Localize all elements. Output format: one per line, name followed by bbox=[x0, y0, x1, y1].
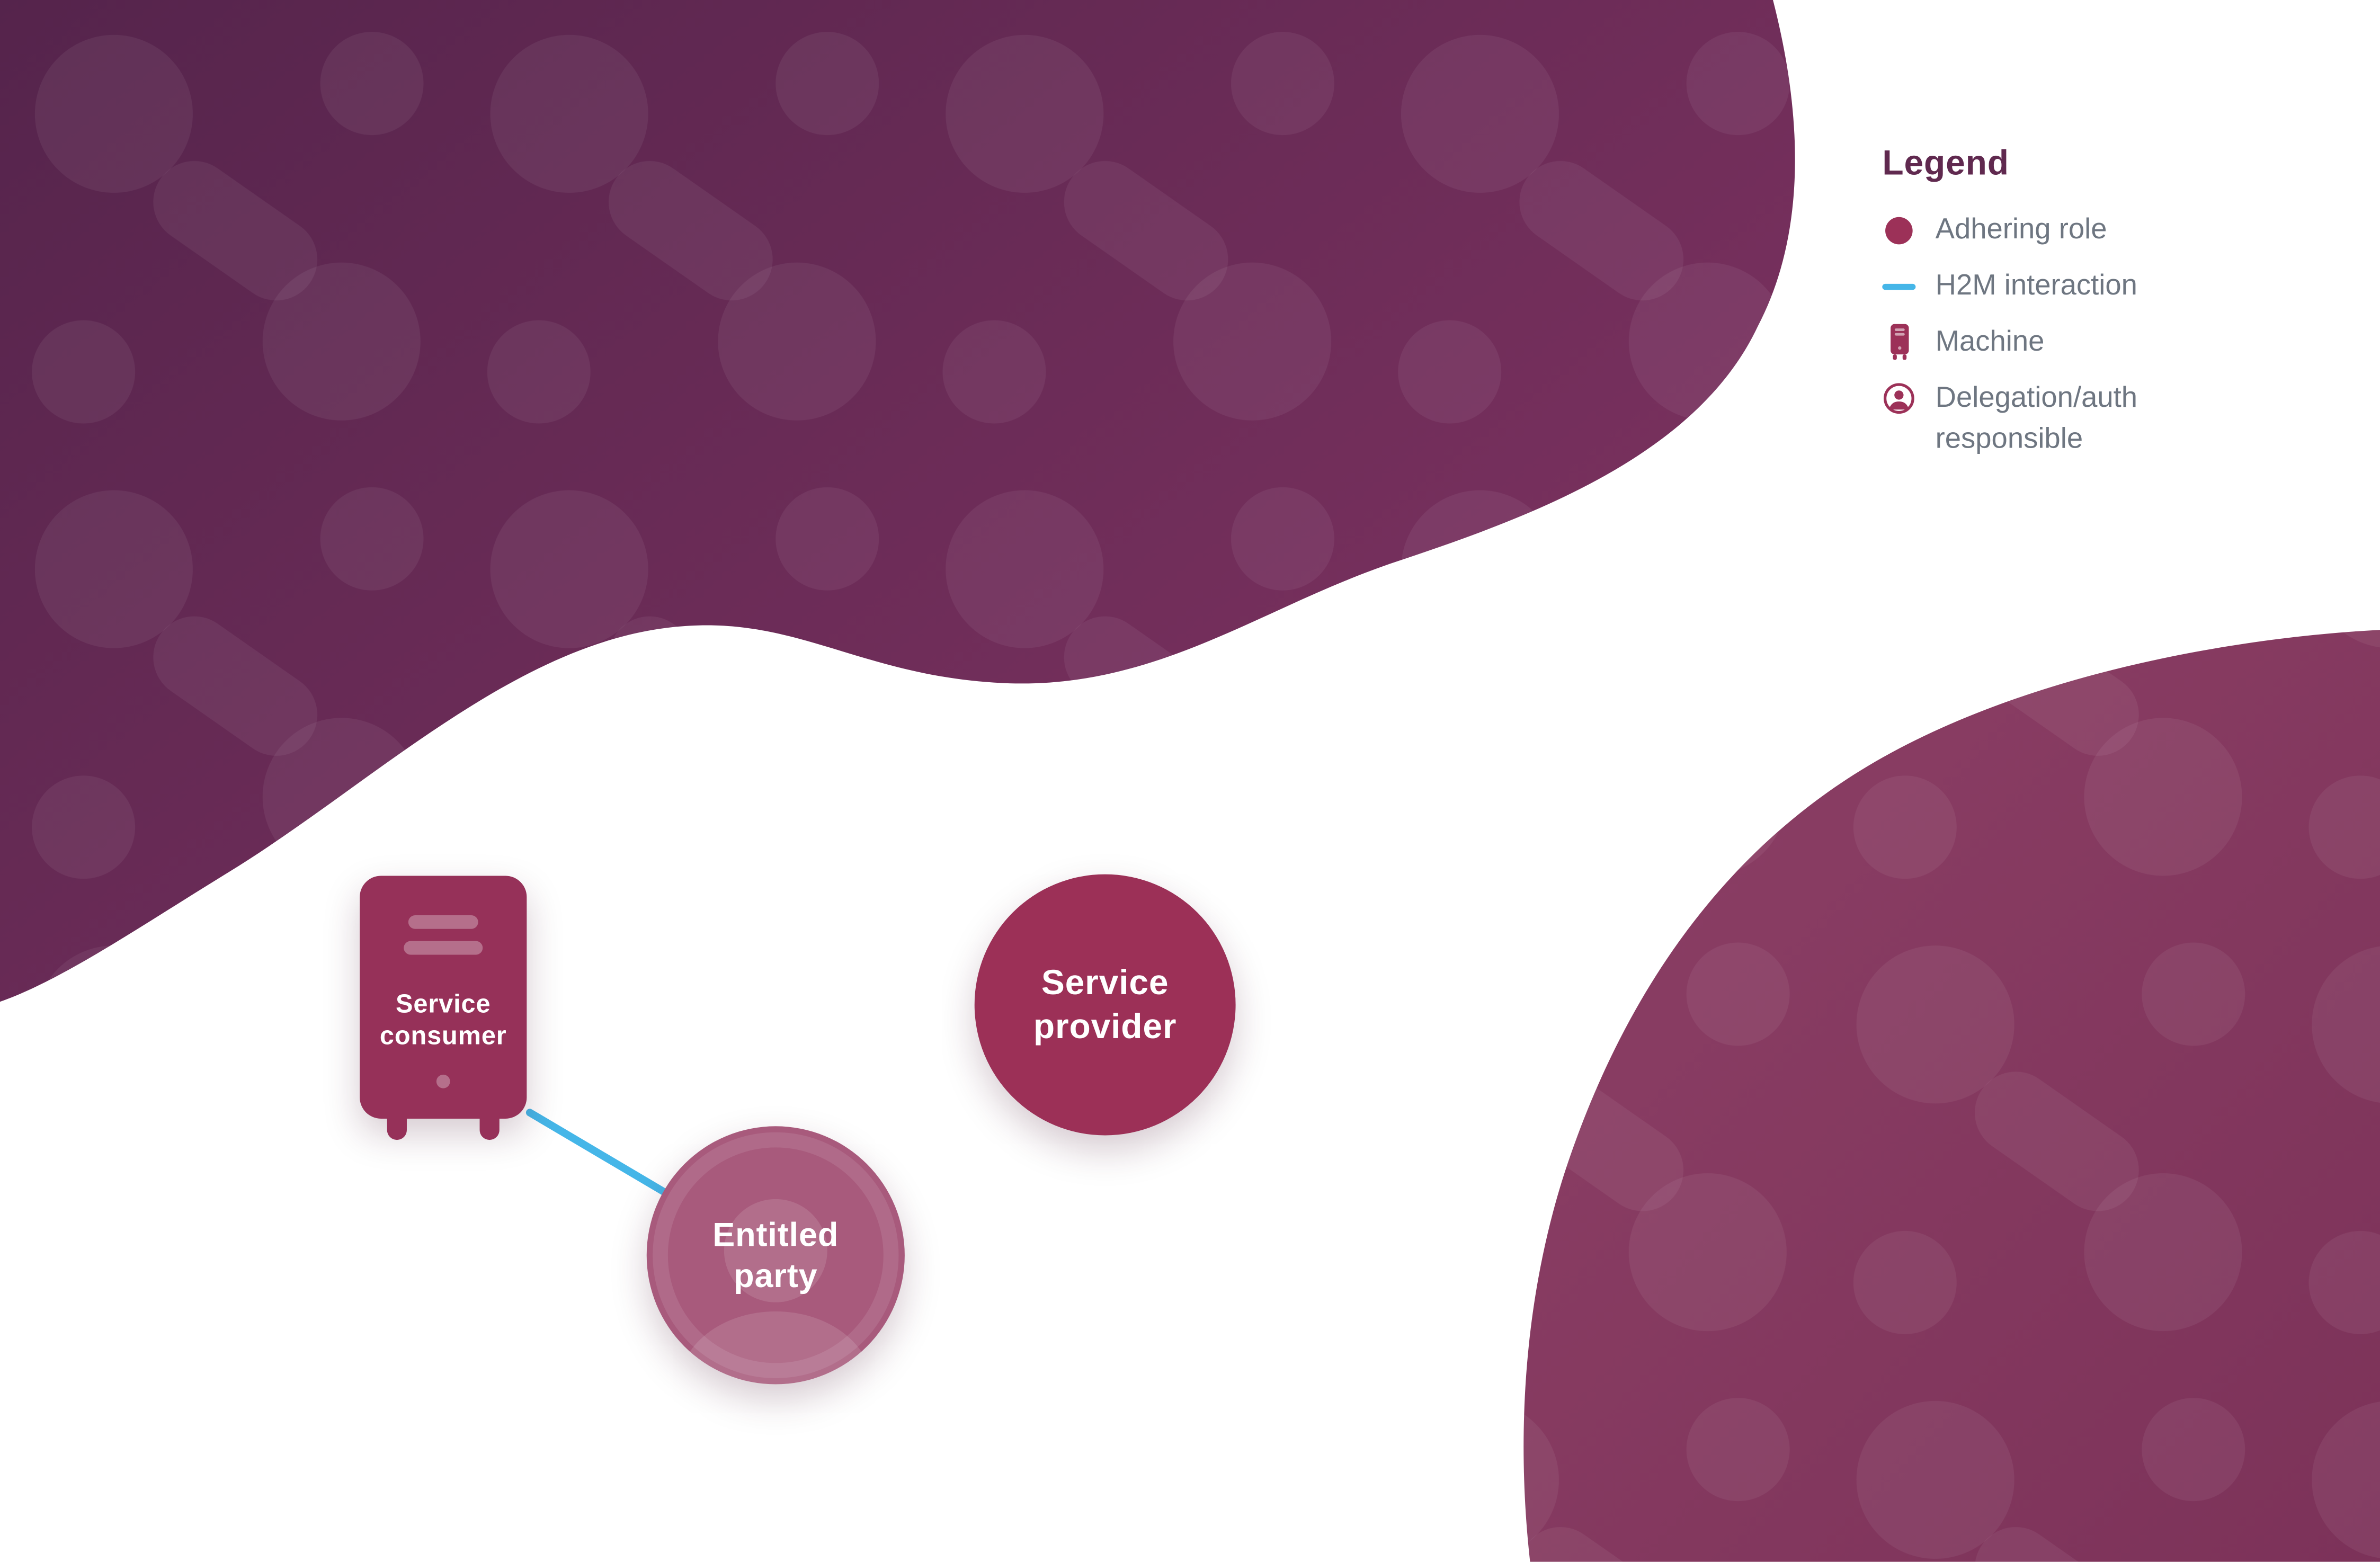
node-label: Service consumer bbox=[379, 989, 507, 1051]
node-service-provider: Service provider bbox=[974, 874, 1236, 1136]
node-entitled-party: Entitled party bbox=[646, 1126, 905, 1385]
node-service-consumer: Service consumer bbox=[360, 876, 527, 1140]
machine-icon bbox=[1882, 322, 1915, 363]
legend: Legend Adhering role H2M interaction bbox=[1882, 142, 2261, 475]
machine-vent-bar bbox=[408, 915, 478, 929]
legend-item-delegation: Delegation/auth responsible bbox=[1882, 378, 2261, 460]
delegation-auth-icon bbox=[1882, 378, 1915, 419]
node-label: Service provider bbox=[1033, 962, 1177, 1046]
legend-item-h2m-interaction: H2M interaction bbox=[1882, 265, 2261, 306]
node-label: Entitled party bbox=[712, 1215, 839, 1295]
machine-power-dot bbox=[436, 1074, 450, 1088]
adhering-role-icon bbox=[1882, 209, 1915, 250]
legend-item-label: H2M interaction bbox=[1935, 270, 2137, 302]
machine-foot bbox=[479, 1112, 500, 1140]
h2m-edge bbox=[525, 1109, 667, 1195]
h2m-interaction-icon bbox=[1882, 265, 1916, 306]
legend-item-machine: Machine bbox=[1882, 322, 2261, 363]
legend-title: Legend bbox=[1882, 142, 2009, 182]
top-left-blob bbox=[0, 0, 1795, 1002]
machine-foot bbox=[387, 1112, 407, 1140]
bottom-right-blob bbox=[1523, 630, 2380, 1562]
legend-item-label: Machine bbox=[1935, 326, 2045, 359]
legend-item-adhering-role: Adhering role bbox=[1882, 209, 2261, 250]
legend-item-label: Adhering role bbox=[1935, 214, 2107, 246]
person-avatar-icon bbox=[653, 1132, 899, 1385]
legend-item-label: Delegation/auth responsible bbox=[1935, 382, 2138, 456]
machine-vent-bar bbox=[404, 941, 483, 955]
